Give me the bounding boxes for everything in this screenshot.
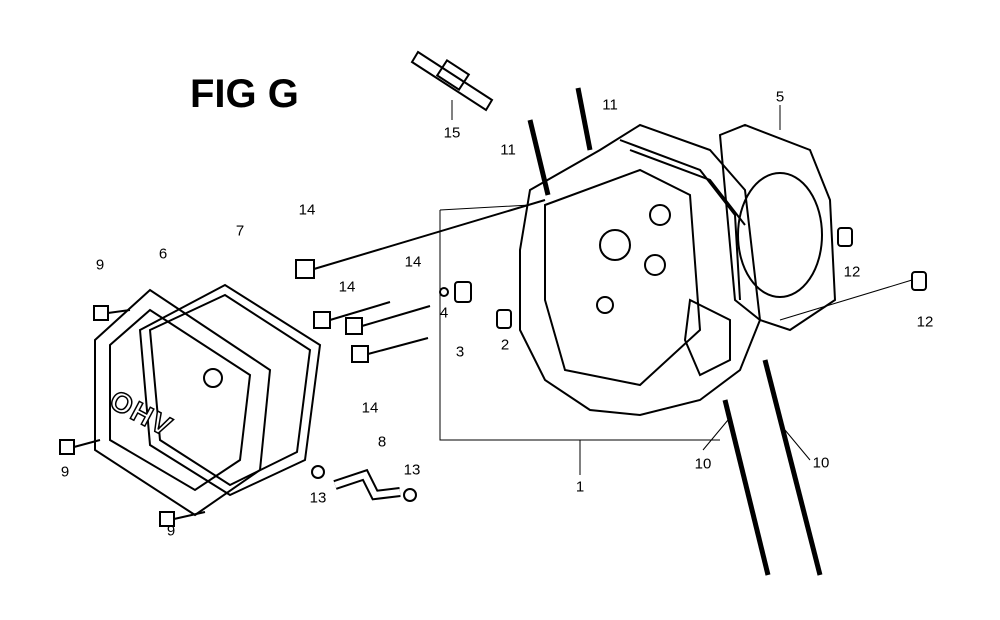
cover-gasket-inner	[148, 293, 312, 487]
callout-12: 12	[916, 313, 934, 331]
callout-12: 12	[843, 263, 861, 281]
valve-cover	[94, 288, 272, 517]
cover-gasket	[138, 283, 322, 497]
callout-6: 6	[158, 245, 168, 263]
cover-bolts	[59, 305, 206, 527]
callout-9: 9	[166, 522, 176, 540]
breather-tube	[311, 465, 417, 502]
callout-14: 14	[338, 278, 356, 296]
callout-7: 7	[235, 222, 245, 240]
valve-guides	[439, 281, 512, 329]
long-studs	[702, 359, 823, 576]
callout-5: 5	[775, 88, 785, 106]
head-bolts	[295, 199, 546, 363]
callout-11: 11	[500, 141, 516, 159]
cylinder-head	[519, 123, 762, 417]
assembly-bracket	[439, 204, 720, 441]
head-gasket	[718, 105, 837, 332]
callout-9: 9	[60, 463, 70, 481]
callout-10: 10	[694, 455, 712, 473]
callout-3: 3	[455, 343, 465, 361]
spark-plug	[410, 50, 494, 120]
callout-14: 14	[298, 201, 316, 219]
callout-14: 14	[361, 399, 379, 417]
callout-13: 13	[403, 461, 421, 479]
callout-9: 9	[95, 256, 105, 274]
callout-4: 4	[439, 304, 449, 322]
callout-10: 10	[812, 454, 830, 472]
dowel-pins	[779, 227, 927, 321]
callout-1: 1	[575, 478, 585, 496]
figure-title: FIG G	[190, 72, 299, 116]
callout-13: 13	[309, 489, 327, 507]
callout-2: 2	[500, 336, 510, 354]
callout-15: 15	[443, 124, 461, 142]
callout-11: 11	[602, 96, 618, 114]
studs	[527, 87, 593, 196]
callout-8: 8	[377, 433, 387, 451]
callout-14: 14	[404, 253, 422, 271]
